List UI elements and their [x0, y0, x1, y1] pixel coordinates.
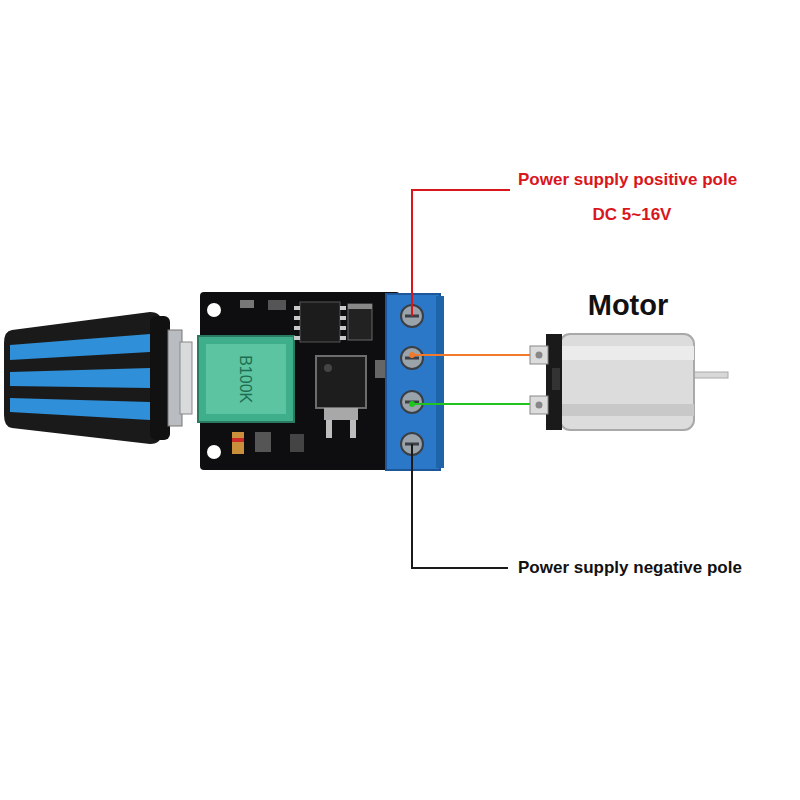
motor-wire [412, 403, 535, 405]
negative-leader [412, 444, 508, 568]
part-name: Motor [588, 289, 669, 322]
callout-text: Power supply positive pole [518, 170, 737, 190]
callout-text: Power supply negative pole [518, 558, 742, 578]
pcb [198, 292, 400, 470]
knob [4, 312, 192, 444]
terminal-block [386, 294, 444, 470]
motor-wire [412, 354, 535, 356]
part-marking: B100K [236, 355, 254, 403]
voltage-spec: DC 5~16V [593, 205, 672, 225]
motor [530, 334, 728, 430]
positive-leader [412, 190, 510, 316]
